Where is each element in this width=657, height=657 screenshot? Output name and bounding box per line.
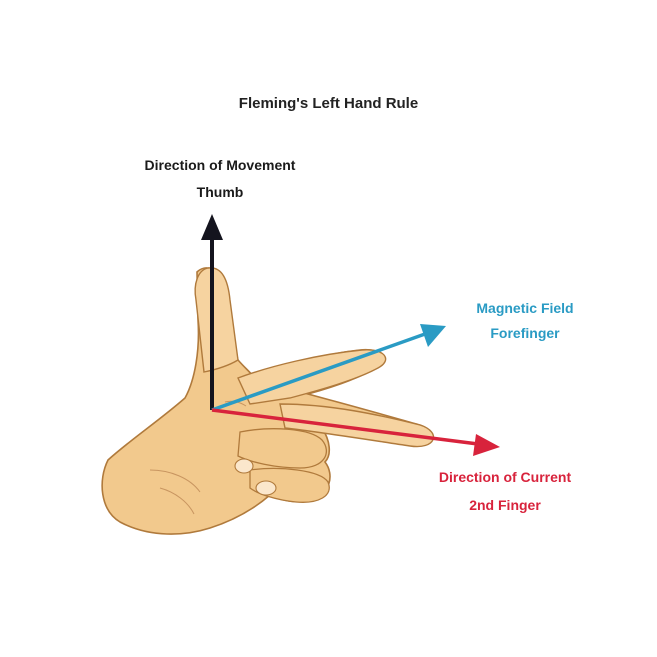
second-finger-label: 2nd Finger — [469, 497, 541, 513]
palm-crease-2 — [159, 487, 195, 515]
magnetic-field-label: Magnetic Field — [476, 300, 574, 316]
current-label: Direction of Current — [438, 469, 572, 485]
current-arrow — [211, 408, 500, 456]
fingernail-third — [234, 458, 254, 474]
palm-crease — [149, 469, 201, 493]
curled-finger — [237, 428, 327, 469]
diagram-title: Fleming's Left Hand Rule — [238, 95, 419, 112]
fingernail-little — [255, 480, 277, 496]
thumb-shape — [194, 267, 239, 373]
thumb-label: Thumb — [196, 184, 244, 200]
magnetic-field-arrow — [211, 324, 446, 412]
second-finger-shape — [279, 403, 435, 448]
forefinger-label: Forefinger — [490, 325, 560, 341]
left-hand — [101, 267, 435, 535]
movement-arrow — [201, 214, 223, 410]
forefinger-shape — [237, 349, 387, 405]
movement-label: Direction of Movement — [144, 157, 296, 173]
